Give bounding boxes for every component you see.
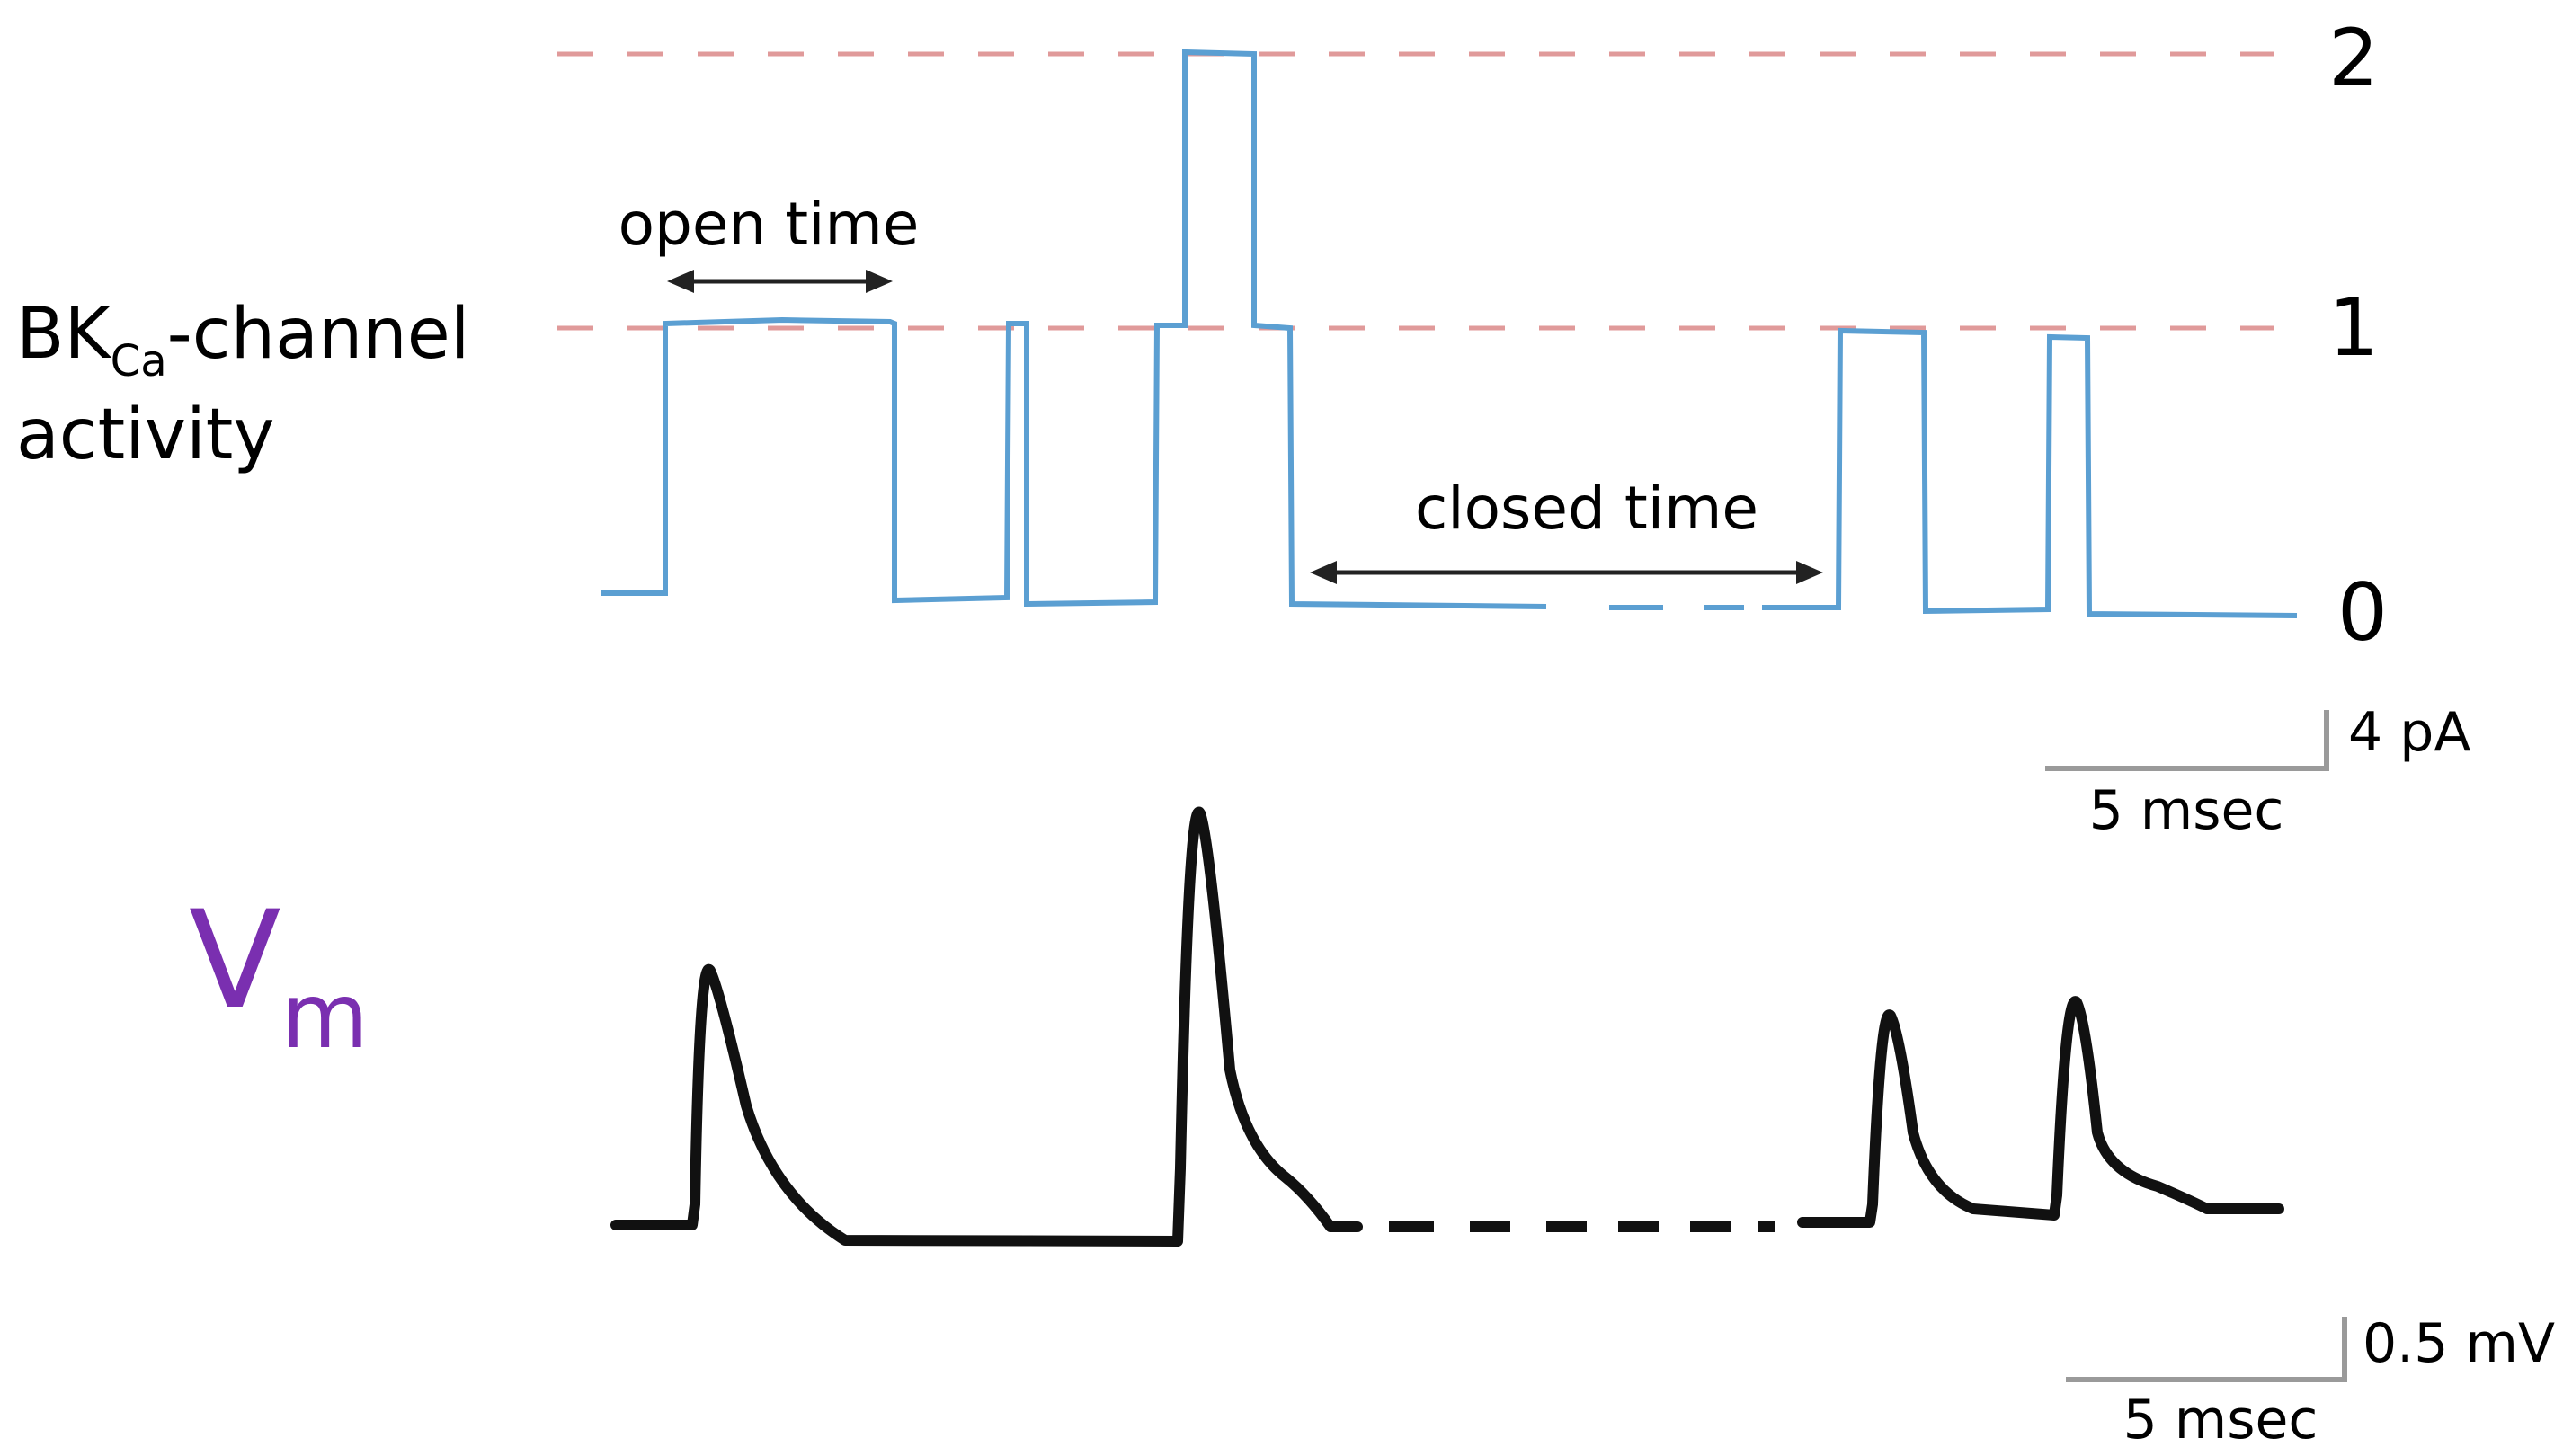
current-scale-time: 5 msec	[2089, 779, 2284, 842]
open-time-arrow-left-head	[667, 270, 694, 293]
closed-time-label: closed time	[1415, 474, 1758, 543]
membrane-voltage-trace	[610, 806, 1363, 1247]
vm-label: Vm	[189, 883, 369, 1069]
open-time-arrow-right-head	[866, 270, 893, 293]
channel-activity-label-line2: activity	[16, 395, 275, 475]
voltage-scale-amplitude: 0.5 mV	[2363, 1312, 2555, 1375]
membrane-voltage-trace-late	[1797, 996, 2284, 1228]
channel-label-prefix: BK	[16, 294, 112, 375]
closed-time-arrow-left-head	[1310, 561, 1337, 584]
level-2-label: 2	[2328, 12, 2379, 104]
channel-current-trace-late	[1762, 327, 2298, 618]
level-1-label: 1	[2328, 281, 2379, 374]
voltage-scale-bar	[2066, 1317, 2347, 1382]
closed-time-arrow-right-head	[1796, 561, 1823, 584]
level-0-label: 0	[2337, 566, 2388, 659]
vm-label-subscript: m	[281, 963, 369, 1069]
channel-label-suffix: -channel	[167, 294, 470, 375]
channel-current-trace	[601, 49, 1547, 609]
current-scale-amplitude: 4 pA	[2348, 701, 2470, 764]
open-time-label: open time	[619, 190, 920, 259]
voltage-scale-time: 5 msec	[2123, 1389, 2318, 1452]
vm-label-main: V	[189, 883, 281, 1039]
channel-label-subscript: Ca	[111, 336, 167, 386]
channel-activity-label: BKCa-channel	[16, 294, 469, 386]
current-scale-bar	[2045, 710, 2329, 771]
